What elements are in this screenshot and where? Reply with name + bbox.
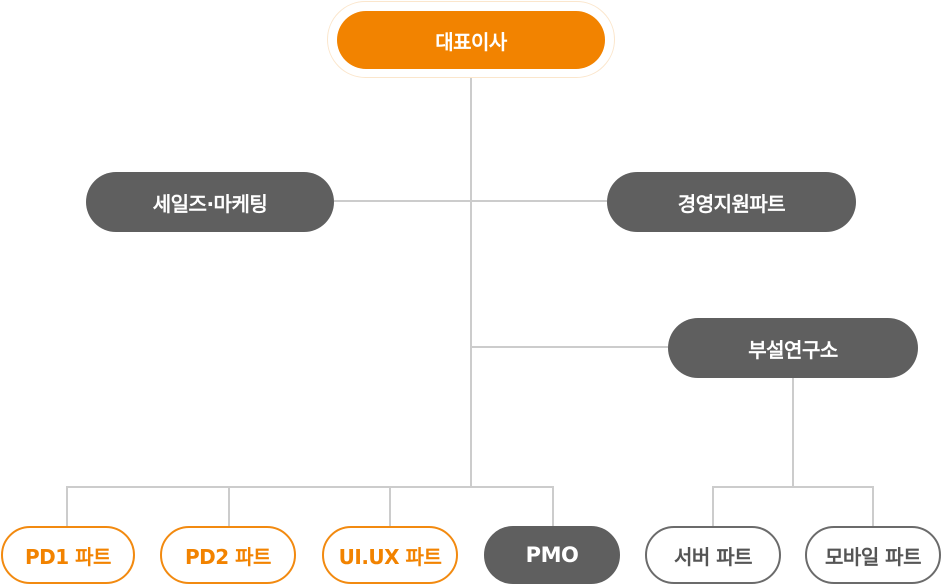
uiux-team-node: UI.UX 파트 (322, 526, 458, 584)
pmo-team-label: PMO (525, 543, 579, 567)
uiux-team-label: UI.UX 파트 (338, 544, 442, 569)
sales-marketing-label: 세일즈·마케팅 (152, 191, 268, 216)
ceo-node: 대표이사 (337, 11, 605, 69)
ceo-node-label: 대표이사 (435, 29, 507, 54)
pmo-team-node: PMO (484, 526, 620, 584)
pd2-team-label: PD2 파트 (185, 544, 271, 569)
server-team-label: 서버 파트 (673, 544, 753, 569)
pd1-team-label: PD1 파트 (25, 544, 111, 569)
research-lab-node: 부설연구소 (668, 318, 918, 378)
management-support-label: 경영지원파트 (677, 191, 786, 216)
mobile-team-node: 모바일 파트 (805, 526, 941, 584)
pd2-team-node: PD2 파트 (160, 526, 296, 584)
research-lab-label: 부설연구소 (748, 337, 838, 362)
pd1-team-node: PD1 파트 (1, 526, 135, 584)
sales-marketing-node: 세일즈·마케팅 (86, 172, 334, 232)
mobile-team-label: 모바일 파트 (825, 544, 921, 569)
management-support-node: 경영지원파트 (607, 172, 856, 232)
server-team-node: 서버 파트 (645, 526, 781, 584)
